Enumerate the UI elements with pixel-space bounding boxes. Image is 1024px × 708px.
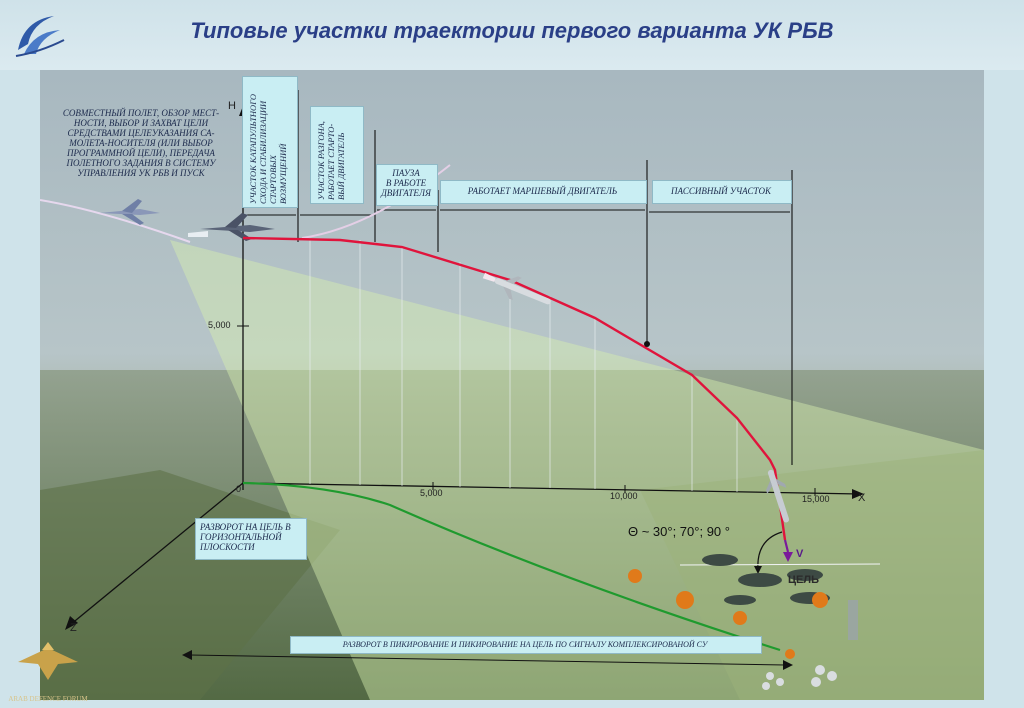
trajectory-diagram: Участок катапультного схода и стабилизац… [40, 70, 984, 700]
joint-flight-label: Совместный полет, обзор мест- ности, выб… [62, 108, 220, 178]
h-tick-label: 5,000 [208, 320, 231, 330]
pause-box [376, 164, 438, 206]
velocity-label: V [796, 548, 804, 560]
x-axis [242, 482, 861, 495]
dive-segment [783, 539, 790, 553]
dive-label: Разворот в пикирование и пикирование на … [342, 640, 708, 649]
watermark: ARAB DEFENCE FORUM [8, 640, 88, 706]
catapult-label: Участок катапультного схода и стабилизац… [248, 93, 288, 204]
x-tick-label: 10,000 [610, 491, 638, 501]
acceleration-box [310, 106, 364, 204]
horizontal-turn-label: Разворот на цель в горизонтальной плоско… [200, 522, 291, 552]
drop-lines [309, 238, 738, 492]
passive-box [652, 180, 792, 204]
origin-label: 0 [236, 484, 242, 494]
page-title: Типовые участки траектории первого вариа… [190, 18, 834, 43]
horizontal-turn-box [195, 518, 307, 560]
x-tick-label: 15,000 [802, 494, 830, 504]
explosions [628, 569, 828, 659]
header: Типовые участки траектории первого вариа… [0, 0, 1024, 70]
theta-arc-arrow [754, 566, 762, 574]
trajectory-point [644, 341, 650, 347]
logo-icon [15, 16, 65, 57]
missile-trajectory [242, 236, 787, 541]
sensor-cone [170, 240, 984, 700]
carrier-aircraft-icon [100, 199, 160, 225]
theta-arc [757, 531, 783, 571]
watermark-text: ARAB DEFENCE FORUM [8, 695, 88, 703]
scene-svg [40, 70, 984, 700]
tower [848, 600, 858, 640]
carrier-trail [40, 199, 191, 243]
ground-track [242, 481, 781, 652]
x-axis-arrow [852, 489, 864, 499]
missile-icon [482, 272, 551, 305]
x-tick-label: 5,000 [420, 488, 443, 498]
theta-label: Θ ~ 30°; 70°; 90 ° [628, 524, 730, 539]
catapult-box [242, 76, 298, 208]
dive-box [290, 636, 762, 654]
diving-missile-icon [766, 469, 790, 523]
sustainer-box [440, 180, 647, 204]
dive-span-arrow [189, 654, 786, 666]
tanks-icon [762, 665, 837, 690]
pause-label: Пауза в работе двигателя [381, 168, 431, 198]
section-boundaries [297, 90, 793, 465]
h-axis-label: H [228, 100, 236, 112]
x-axis-label: X [858, 492, 866, 504]
section-arrows [245, 209, 790, 216]
z-axis-label: Z [70, 622, 77, 634]
watermark-eagle-icon [18, 642, 78, 680]
passive-label: Пассивный участок [671, 186, 771, 196]
z-axis [69, 482, 244, 626]
target-label: ЦЕЛЬ [788, 574, 819, 586]
sustainer-label: Работает маршевый двигатель [467, 186, 618, 196]
z-axis-arrow [65, 616, 78, 630]
velocity-arrow [783, 552, 793, 562]
acceleration-label: Участок разгона, работает старто- вый дв… [316, 121, 346, 200]
